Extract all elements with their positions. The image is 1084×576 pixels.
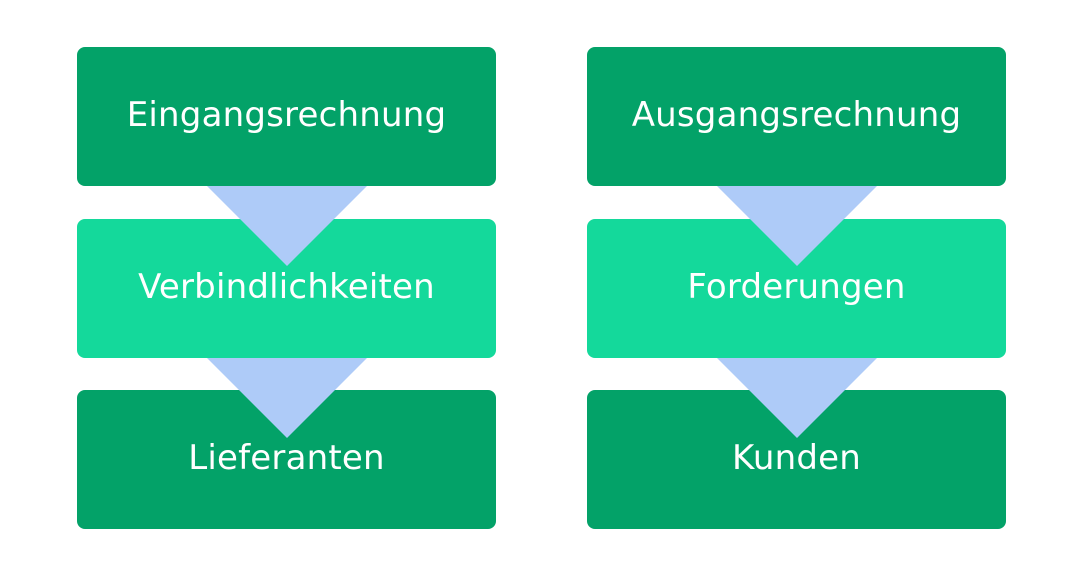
box-ausgangsrechnung <box>587 47 1006 186</box>
label-ausgangsrechnung: Ausgangsrechnung <box>631 94 962 135</box>
label-verbindlichkeiten: Verbindlichkeiten <box>138 266 435 307</box>
box-eingangsrechnung <box>77 47 496 186</box>
label-lieferanten: Lieferanten <box>188 437 385 478</box>
arrow-down-icon <box>716 358 877 438</box>
flow-column-incoming: Eingangsrechnung Verbindlichkeiten Liefe… <box>77 0 496 576</box>
label-kunden: Kunden <box>732 437 861 478</box>
arrow-down-icon <box>206 358 367 438</box>
label-eingangsrechnung: Eingangsrechnung <box>126 94 447 135</box>
label-forderungen: Forderungen <box>687 266 906 307</box>
arrow-down-icon <box>206 186 367 266</box>
flow-column-outgoing: Ausgangsrechnung Forderungen Kunden <box>587 0 1006 576</box>
arrow-down-icon <box>716 186 877 266</box>
